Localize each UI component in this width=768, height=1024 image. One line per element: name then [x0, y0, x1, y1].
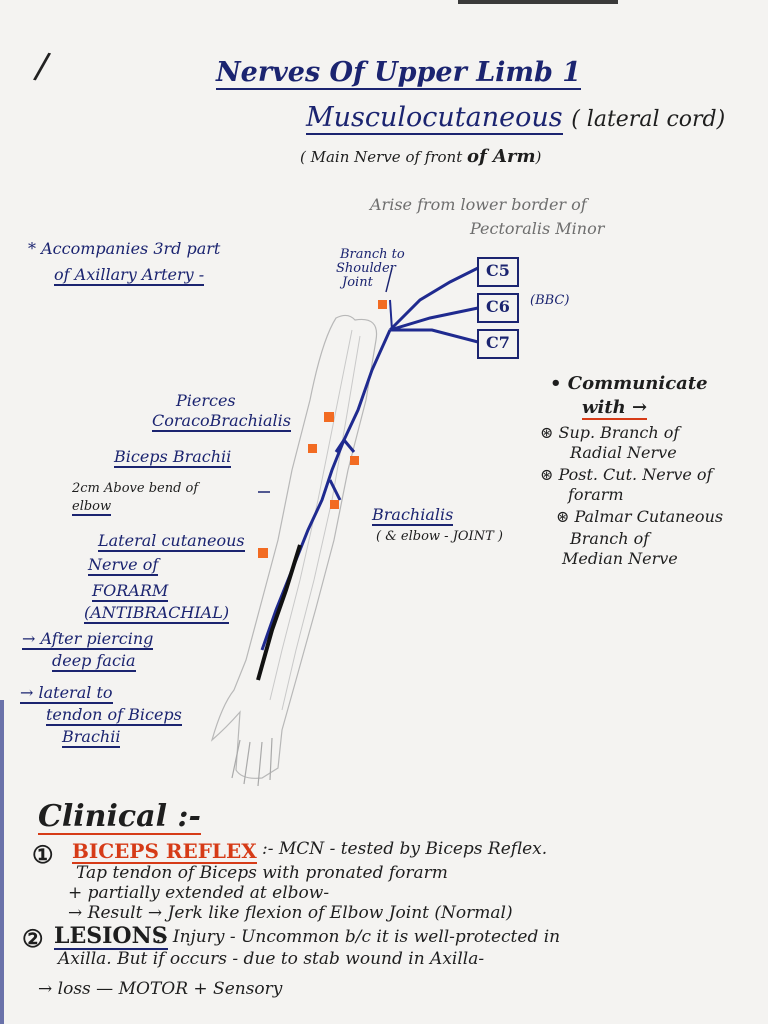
- lateral-cutaneous-nerve: [256, 544, 302, 681]
- branch-shoulder-line: [389, 299, 393, 331]
- fingers: [231, 737, 273, 787]
- arm-outline-inner: [269, 329, 353, 701]
- communicate-3c: Median Nerve: [562, 549, 678, 568]
- lesions-heading: LESIONS: [54, 923, 168, 951]
- clinical-1-line-4: → Result → Jerk like flexion of Elbow Jo…: [68, 903, 513, 923]
- box-c7: [477, 329, 519, 359]
- biceps-label: Biceps Brachii: [114, 447, 232, 468]
- marker-shoulder: [378, 300, 387, 309]
- biceps-reflex-heading: BICEPS REFLEX: [72, 839, 257, 864]
- clinical-1-number: ①: [32, 840, 54, 869]
- root-c7-line: [390, 328, 479, 344]
- brachialis-branch: [328, 479, 342, 501]
- lateral-tendon-1: → lateral to: [20, 683, 113, 704]
- marker-lateral-cut: [258, 548, 268, 558]
- brachialis-note: ( & elbow - JOINT ): [376, 529, 503, 544]
- coracobrachialis-label: CoracoBrachialis: [152, 411, 291, 432]
- branch-shoulder-1: Branch to: [340, 247, 405, 262]
- lateral-cut-1: Lateral cutaneous: [98, 531, 245, 552]
- marker-brachialis: [330, 500, 339, 509]
- branch-shoulder-3: Joint: [342, 275, 373, 290]
- pierces-label: Pierces: [176, 391, 236, 410]
- root-c7: C7: [486, 333, 510, 352]
- communicate-title-2: with →: [582, 397, 648, 420]
- box-c6: [477, 293, 519, 323]
- branch-shoulder-2: Shoulder: [336, 261, 396, 276]
- arm-outline-inner-2: [281, 335, 361, 711]
- sub-note: ( Main Nerve of front of Arm): [300, 146, 542, 167]
- arrow-shoulder: [385, 267, 393, 293]
- clinical-1-line-2: Tap tendon of Biceps with pronated forar…: [76, 863, 448, 883]
- accompanies-line-2: of Axillary Artery -: [54, 265, 205, 286]
- brachialis-label: Brachialis: [372, 505, 454, 526]
- lateral-cut-4: (ANTIBRACHIAL): [84, 603, 230, 624]
- arm-outline: [210, 314, 378, 779]
- root-c5: C5: [486, 261, 510, 280]
- clinical-2-line-2: Axilla. But if occurs - due to stab woun…: [58, 949, 485, 969]
- clinical-2-line-1: :- Injury - Uncommon b/c it is well-prot…: [156, 927, 561, 947]
- clinical-2-line-3: → loss — MOTOR + Sensory: [38, 979, 283, 999]
- after-piercing-1: → After piercing: [22, 629, 154, 650]
- communicate-2b: forarm: [568, 485, 624, 504]
- arise-line-1: Arise from lower border of: [370, 195, 587, 214]
- biceps-branch: [334, 439, 356, 453]
- lateral-cut-3: FORARM: [92, 581, 169, 602]
- accompanies-line-1: * Accompanies 3rd part: [28, 239, 221, 258]
- box-c5: [477, 257, 519, 287]
- arise-line-2: Pectoralis Minor: [470, 219, 605, 238]
- marker-coraco: [324, 412, 334, 422]
- communicate-title-1: • Communicate: [550, 373, 708, 394]
- root-c5-line: [388, 266, 479, 332]
- binder-edge: [0, 700, 4, 1024]
- above-bend-2: elbow: [72, 499, 112, 517]
- clinical-2-number: ②: [22, 924, 44, 953]
- root-c6: C6: [486, 297, 510, 316]
- scan-edge: [458, 0, 618, 4]
- communicate-2a: ⊛ Post. Cut. Nerve of: [540, 465, 713, 484]
- above-bend-1: 2cm Above bend of: [72, 481, 199, 496]
- bbc-note: (BBC): [530, 293, 570, 308]
- clinical-1-line-3: + partially extended at elbow-: [68, 883, 330, 903]
- clinical-1-line-1: :- MCN - tested by Biceps Reflex.: [262, 839, 548, 859]
- subtitle: Musculocutaneous ( lateral cord): [306, 102, 726, 135]
- lateral-tendon-3: Brachii: [62, 727, 121, 748]
- lateral-tendon-2: tendon of Biceps: [46, 705, 182, 726]
- page-title: Nerves Of Upper Limb 1: [216, 57, 582, 90]
- communicate-3a: ⊛ Palmar Cutaneous: [556, 507, 724, 526]
- lateral-cut-2: Nerve of: [88, 555, 159, 576]
- communicate-1a: ⊛ Sup. Branch of: [540, 423, 680, 442]
- after-piercing-2: deep facia: [52, 651, 136, 672]
- marker-biceps: [308, 444, 317, 453]
- marker-biceps-2: [350, 456, 359, 465]
- root-c6-line: [389, 306, 479, 332]
- communicate-3b: Branch of: [570, 529, 650, 548]
- communicate-1b: Radial Nerve: [570, 443, 677, 462]
- clinical-heading: Clinical :-: [38, 799, 201, 835]
